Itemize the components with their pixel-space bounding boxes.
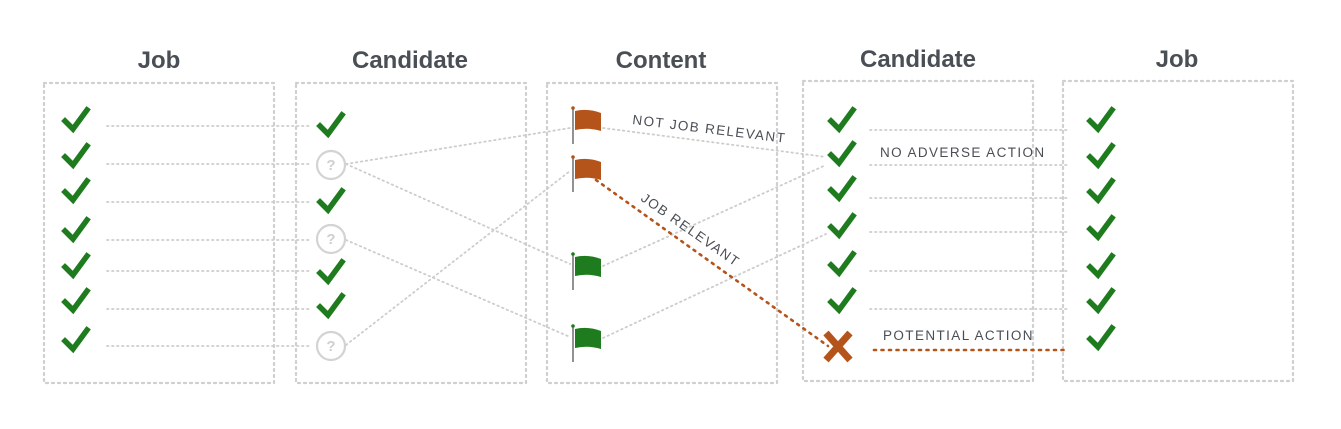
candidate-left-items: ? ? ?: [315, 111, 347, 362]
not-job-relevant-label: NOT JOB RELEVANT: [632, 112, 787, 146]
question-to-content-connectors: [345, 127, 571, 346]
potential-action-label: POTENTIAL ACTION: [883, 328, 1034, 343]
check-icon: [316, 187, 346, 215]
job-relevant-connector: [594, 178, 830, 348]
svg-text:?: ?: [326, 231, 335, 248]
content-title: Content: [616, 47, 707, 74]
job-left-box: [42, 81, 276, 385]
check-icon: [827, 212, 857, 240]
job-relevant-label: JOB RELEVANT: [638, 190, 743, 269]
check-icon: [61, 326, 91, 354]
check-icon: [827, 106, 857, 134]
check-icon: [1086, 106, 1116, 134]
check-icon: [1086, 287, 1116, 315]
job-right-checks: [1086, 106, 1116, 352]
job-to-candidate-left-connectors: [106, 125, 313, 347]
svg-text:?: ?: [326, 157, 335, 174]
check-icon: [61, 106, 91, 134]
check-icon: [316, 258, 346, 286]
orange-flag-icon: [571, 155, 601, 192]
no-adverse-action-label: NO ADVERSE ACTION: [880, 145, 1046, 160]
job-right-title: Job: [1156, 46, 1199, 73]
question-icon: ?: [315, 330, 347, 362]
check-icon: [316, 292, 346, 320]
content-to-candidate-right-connectors: [602, 127, 827, 339]
check-icon: [827, 250, 857, 278]
check-icon: [827, 140, 857, 168]
check-icon: [1086, 252, 1116, 280]
check-icon: [1086, 324, 1116, 352]
check-icon: [61, 142, 91, 170]
job-left-title: Job: [138, 47, 181, 74]
check-icon: [61, 287, 91, 315]
cross-icon: [823, 330, 853, 363]
candidate-right-items: [823, 106, 857, 363]
check-icon: [61, 216, 91, 244]
question-icon: ?: [315, 149, 347, 181]
check-icon: [1086, 177, 1116, 205]
check-icon: [316, 111, 346, 139]
green-flag-icon: [571, 252, 601, 290]
candidate-right-title: Candidate: [860, 46, 976, 73]
check-icon: [827, 175, 857, 203]
candidate-right-box: [801, 79, 1035, 383]
candidate-to-job-right-connectors: [869, 129, 1071, 310]
check-icon: [1086, 214, 1116, 242]
svg-text:?: ?: [326, 338, 335, 355]
check-icon: [61, 252, 91, 280]
check-icon: [1086, 142, 1116, 170]
orange-flag-icon: [571, 106, 601, 144]
check-icon: [61, 177, 91, 205]
content-flags: [571, 106, 601, 362]
job-right-box: [1061, 79, 1295, 383]
check-icon: [827, 287, 857, 315]
candidate-left-box: [294, 81, 528, 385]
question-icon: ?: [315, 223, 347, 255]
green-flag-icon: [571, 324, 601, 362]
job-left-checks: [61, 106, 91, 354]
candidate-left-title: Candidate: [352, 47, 468, 74]
content-box: [545, 81, 779, 385]
